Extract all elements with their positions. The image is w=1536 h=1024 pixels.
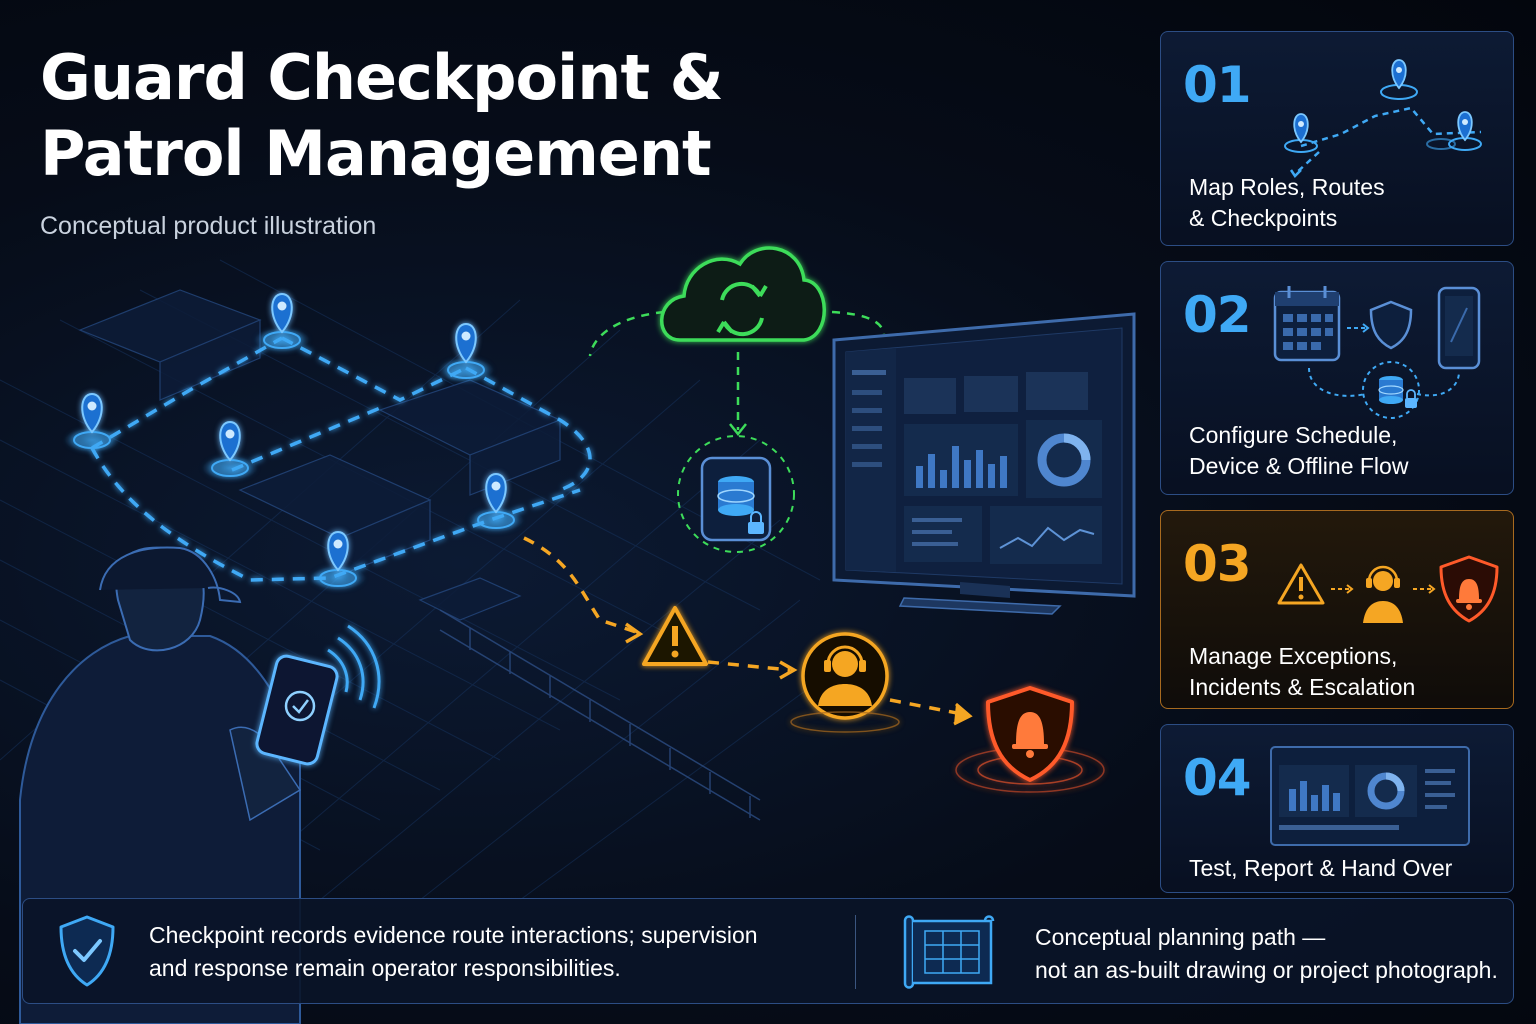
perimeter-fence bbox=[439, 609, 761, 821]
checkpoint-pin-icon bbox=[468, 472, 524, 532]
footer-left-note: Checkpoint records evidence route intera… bbox=[149, 919, 758, 985]
footer-right-note: Conceptual planning path — not an as-bui… bbox=[1035, 921, 1498, 987]
checkpoint-pin-icon bbox=[64, 392, 120, 452]
footer-divider bbox=[855, 915, 856, 989]
step-card-03: 03 Manage Exceptions, Incidents & Escala… bbox=[1160, 510, 1514, 709]
step-card-01: 01 Map Roles, Routes & Checkpoints bbox=[1160, 31, 1514, 246]
step-label: Test, Report & Hand Over bbox=[1189, 853, 1452, 884]
monitor-dashboard bbox=[832, 312, 1136, 615]
step-label-line-1: Manage Exceptions, bbox=[1189, 643, 1398, 669]
warning-operator-alarm-icon bbox=[1277, 555, 1499, 623]
step-label: Manage Exceptions, Incidents & Escalatio… bbox=[1189, 641, 1415, 703]
checkpoint-pin-icon bbox=[438, 322, 494, 382]
offline-database-icon bbox=[677, 435, 795, 553]
sync-links bbox=[588, 310, 886, 430]
calendar-shield-phone-icon bbox=[1273, 286, 1481, 419]
cloud-sync-icon bbox=[660, 246, 826, 342]
title-line-2: Patrol Management bbox=[40, 117, 712, 190]
footer-left-line-2: and response remain operator responsibil… bbox=[149, 955, 621, 981]
step-number: 02 bbox=[1183, 286, 1252, 344]
checkpoint-pin-icon bbox=[310, 530, 366, 590]
step-label: Configure Schedule, Device & Offline Flo… bbox=[1189, 420, 1408, 482]
step-number: 03 bbox=[1183, 535, 1252, 593]
title-block: Guard Checkpoint & Patrol Management Con… bbox=[40, 40, 800, 241]
step-label-line-2: & Checkpoints bbox=[1189, 205, 1338, 231]
step-number: 01 bbox=[1183, 56, 1252, 114]
page-subtitle: Conceptual product illustration bbox=[40, 212, 377, 240]
patrol-route bbox=[90, 336, 592, 582]
alarm-shield-icon bbox=[955, 686, 1105, 793]
step-label-line-1: Configure Schedule, bbox=[1189, 422, 1398, 448]
guard-phone-icon bbox=[255, 624, 381, 766]
operator-headset-icon bbox=[790, 632, 900, 733]
shield-check-icon bbox=[59, 915, 115, 987]
footer-right-line-2: not an as-built drawing or project photo… bbox=[1035, 957, 1498, 983]
step-label-line-1: Map Roles, Routes bbox=[1189, 174, 1385, 200]
step-number: 04 bbox=[1183, 749, 1252, 807]
dashboard-report-icon bbox=[1270, 746, 1470, 846]
step-label-line-1: Test, Report & Hand Over bbox=[1189, 855, 1453, 881]
route-map-icon bbox=[1284, 59, 1482, 178]
step-label-line-2: Incidents & Escalation bbox=[1189, 674, 1416, 700]
footer-left-line-1: Checkpoint records evidence route intera… bbox=[149, 922, 758, 948]
step-label: Map Roles, Routes & Checkpoints bbox=[1189, 172, 1385, 234]
warning-icon bbox=[642, 606, 708, 666]
checkpoint-pin-icon bbox=[202, 420, 258, 480]
checkpoint-pins bbox=[64, 292, 524, 590]
blueprint-icon bbox=[903, 915, 995, 989]
step-card-02: 02 Configure Schedule, Device & Offline … bbox=[1160, 261, 1514, 495]
title-line-1: Guard Checkpoint & bbox=[40, 41, 724, 114]
step-label-line-2: Device & Offline Flow bbox=[1189, 453, 1409, 479]
site-buildings bbox=[78, 289, 562, 621]
step-card-04: 04 Test, Report & Hand Over bbox=[1160, 724, 1514, 893]
footer-right-line-1: Conceptual planning path — bbox=[1035, 924, 1326, 950]
checkpoint-pin-icon bbox=[254, 292, 310, 352]
page-title: Guard Checkpoint & Patrol Management bbox=[40, 40, 800, 192]
footer-bar: Checkpoint records evidence route intera… bbox=[22, 898, 1514, 1004]
exception-path bbox=[523, 536, 963, 716]
